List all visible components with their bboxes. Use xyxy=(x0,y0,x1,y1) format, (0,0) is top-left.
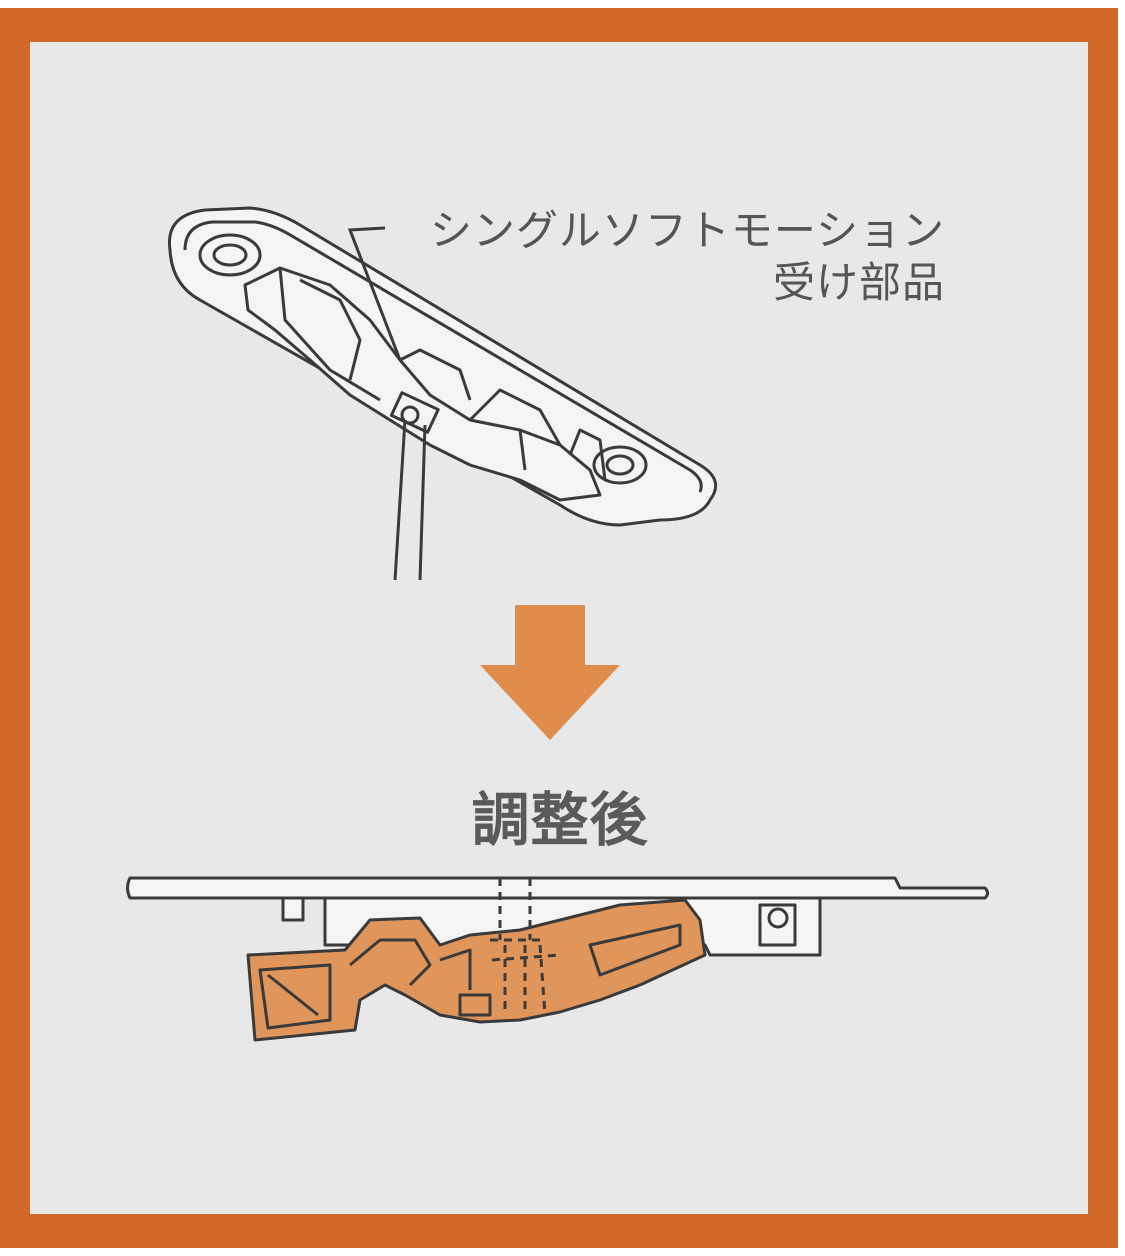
bottom-hardware-illustration xyxy=(126,876,989,1042)
after-adjustment-label: 調整後 xyxy=(471,786,649,854)
label-leader-line xyxy=(347,226,402,361)
part-name-line1: シングルソフトモーション xyxy=(429,206,945,255)
part-name-label: シングルソフトモーション 受け部品 xyxy=(385,205,945,309)
part-name-line2: 受け部品 xyxy=(772,258,945,307)
down-arrow-icon xyxy=(480,605,620,740)
top-hardware-illustration xyxy=(167,206,718,581)
orange-mechanism xyxy=(246,898,707,1042)
